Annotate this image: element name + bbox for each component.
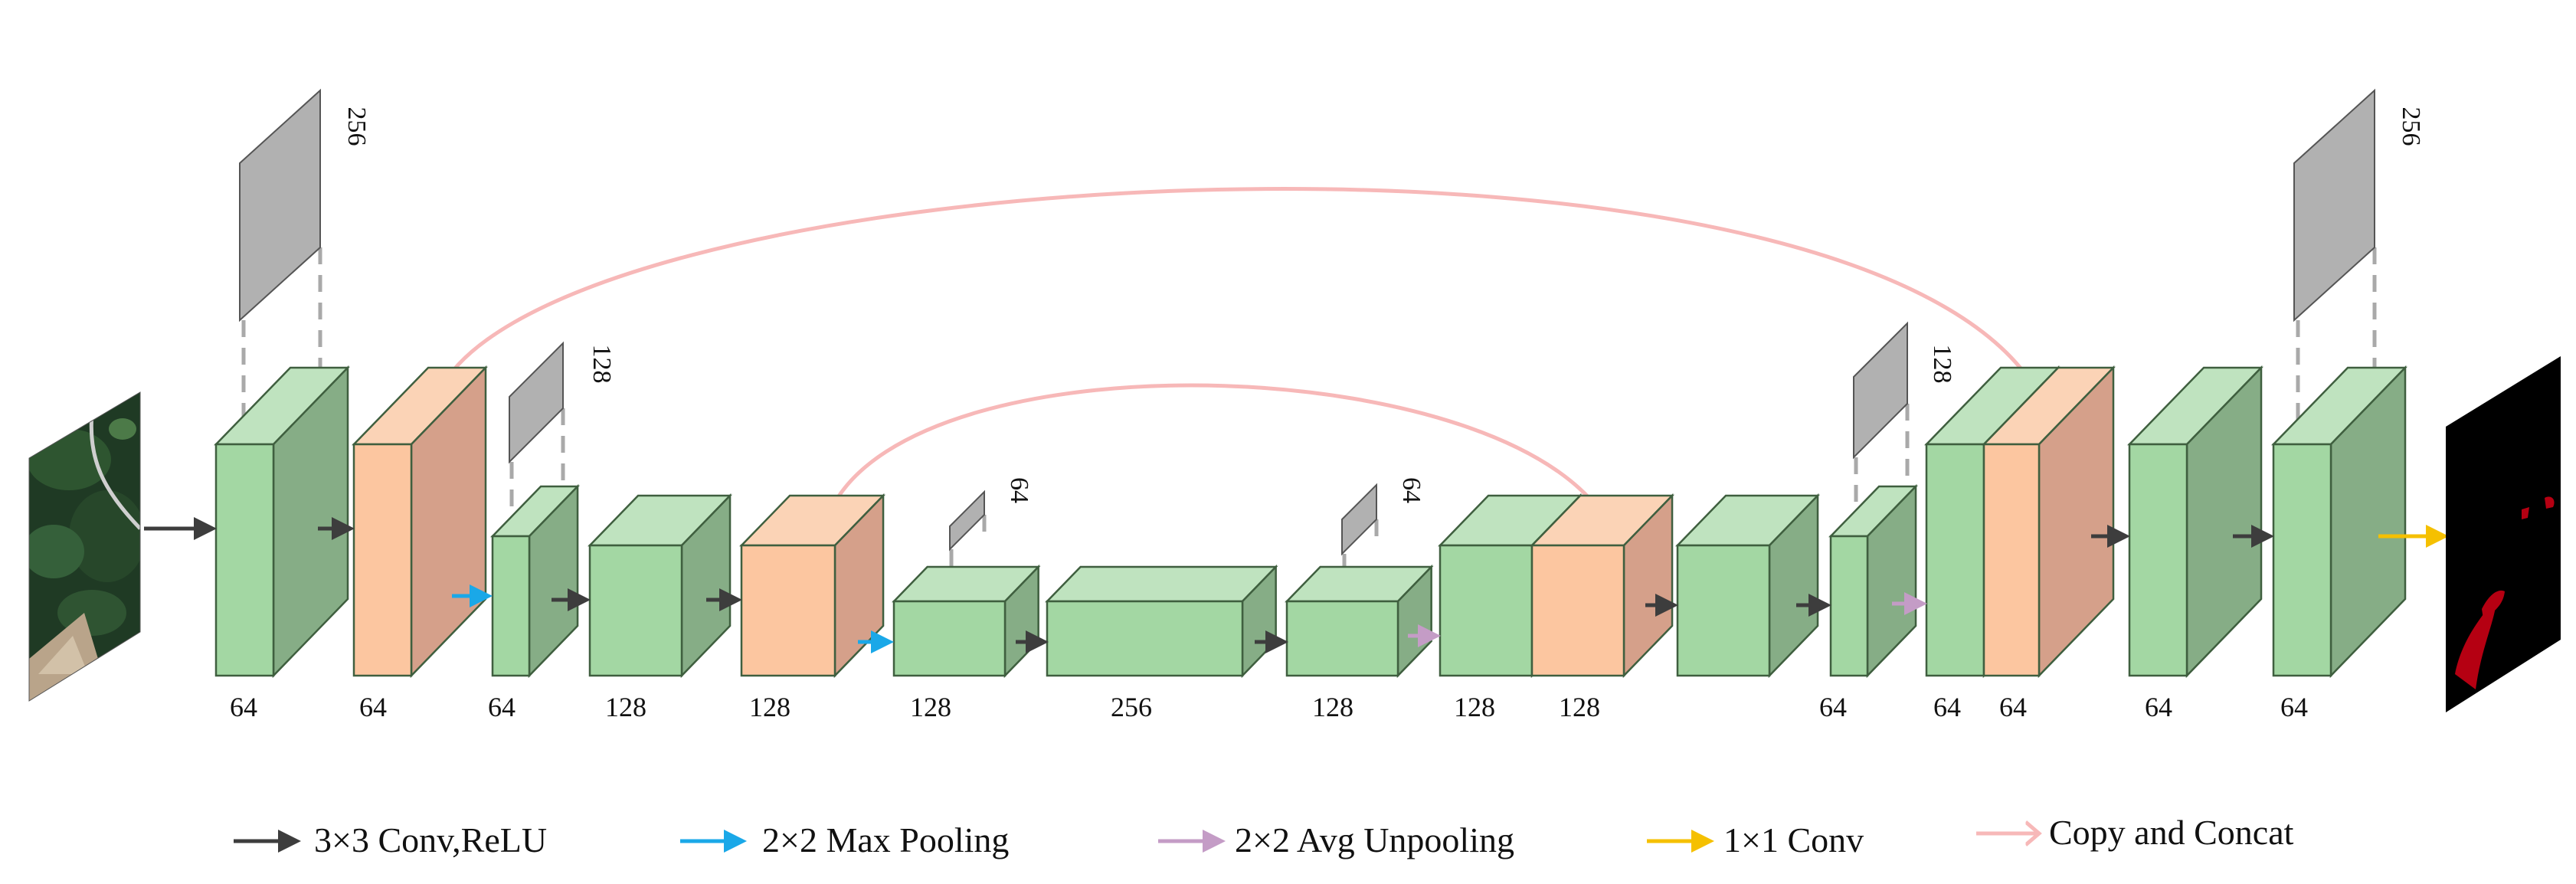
feature-block (1675, 493, 1821, 679)
concat-feature-block (739, 493, 886, 679)
panel-channel-label: 64 (1397, 477, 1425, 503)
channel-label: 128 (749, 692, 790, 722)
feature-block (1828, 483, 1919, 679)
channel-label: 128 (1454, 692, 1495, 722)
channel-label: 64 (2280, 692, 2308, 722)
legend-item: 1×1 Conv (1647, 820, 1864, 859)
feature-panel (949, 489, 985, 552)
legend-label: 2×2 Avg Unpooling (1235, 820, 1514, 859)
channel-label: 64 (230, 692, 257, 722)
feature-panel (1853, 321, 1908, 460)
panel-channel-label: 128 (588, 345, 616, 384)
feature-block (892, 564, 1041, 679)
panel-channel-label: 256 (342, 107, 371, 146)
feature-panel (239, 88, 321, 322)
legend-item: 3×3 Conv,ReLU (234, 820, 547, 859)
feature-block (2271, 365, 2407, 679)
feature-block (214, 365, 350, 679)
channel-label: 64 (1933, 692, 1961, 722)
channel-label: 128 (605, 692, 646, 722)
channel-label: 64 (1819, 692, 1847, 722)
feature-block (1045, 564, 1278, 679)
panel-channel-label: 256 (2397, 107, 2425, 146)
concat-feature-block (1530, 493, 1675, 679)
channel-label: 64 (2145, 692, 2172, 722)
feature-panel (1341, 483, 1377, 556)
channel-label: 128 (910, 692, 951, 722)
concat-feature-block (1982, 365, 2116, 679)
copy-concat-arrow-inner (829, 383, 1612, 532)
feature-panel (509, 341, 564, 464)
channel-label: 64 (359, 692, 387, 722)
legend-label: 3×3 Conv,ReLU (314, 820, 547, 859)
channel-label: 64 (1999, 692, 2027, 722)
feature-block (490, 483, 581, 679)
legend-item: Copy and Concat (1976, 813, 2294, 852)
channel-label: 64 (488, 692, 516, 722)
feature-block (1285, 564, 1434, 679)
legend-label: 2×2 Max Pooling (762, 820, 1009, 859)
legend: 3×3 Conv,ReLU 2×2 Max Pooling 2×2 Avg Unpo… (234, 813, 2294, 859)
panel-channel-label: 128 (1928, 345, 1956, 384)
feature-block (588, 493, 733, 679)
legend-item: 2×2 Avg Unpooling (1158, 820, 1514, 859)
output-segmentation-mask (2446, 356, 2561, 712)
channel-label: 256 (1111, 692, 1152, 722)
copy-concat-arrow-outer (430, 187, 2049, 417)
input-satellite-image (28, 391, 141, 702)
legend-item: 2×2 Max Pooling (680, 820, 1009, 859)
channel-label: 128 (1312, 692, 1353, 722)
legend-label: Copy and Concat (2049, 813, 2294, 852)
legend-label: 1×1 Conv (1723, 820, 1864, 859)
concat-feature-block (352, 365, 488, 679)
feature-block (2127, 365, 2263, 679)
feature-panel (2293, 88, 2375, 322)
panel-channel-label: 64 (1005, 477, 1033, 503)
channel-label: 128 (1559, 692, 1600, 722)
